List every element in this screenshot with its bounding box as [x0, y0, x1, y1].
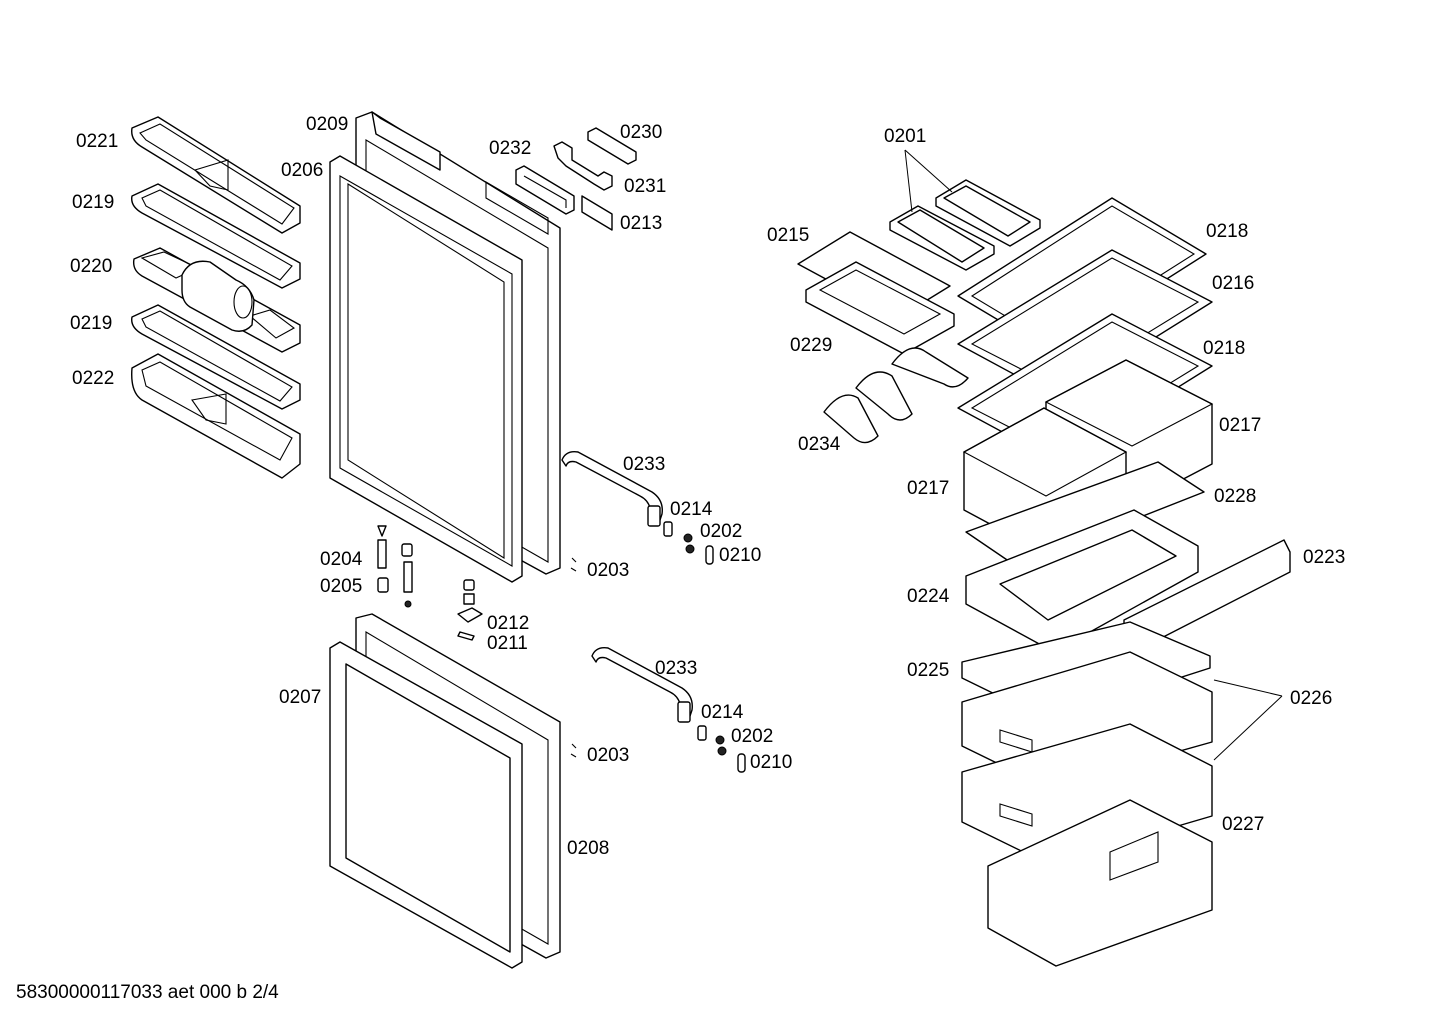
label-0202-upper: 0202 — [700, 521, 742, 542]
label-0209: 0209 — [306, 114, 348, 135]
lower-door-gasket-0207 — [329, 641, 523, 969]
label-0221: 0221 — [76, 131, 118, 152]
label-0208: 0208 — [567, 838, 609, 859]
shelf-0228 — [965, 461, 1205, 567]
label-0225: 0225 — [907, 660, 949, 681]
door-shelf-0219-upper — [131, 183, 301, 289]
label-0233-upper: 0233 — [623, 454, 665, 475]
label-0233-lower: 0233 — [655, 658, 697, 679]
label-0218-lower: 0218 — [1203, 338, 1245, 359]
label-0224: 0224 — [907, 586, 950, 607]
label-0201: 0201 — [884, 126, 926, 147]
door-shelf-0219-lower — [131, 304, 301, 410]
handle-trim-0232 — [515, 165, 575, 215]
label-0220: 0220 — [70, 256, 112, 277]
label-0227: 0227 — [1222, 814, 1264, 835]
label-0215: 0215 — [767, 225, 809, 246]
door-shelf-0221 — [131, 116, 301, 234]
door-handle-0233-lower — [591, 646, 693, 723]
label-0214-upper: 0214 — [670, 499, 713, 520]
divider-0234 — [823, 347, 969, 444]
door-shelf-0222 — [131, 353, 301, 479]
leader-lines — [904, 149, 1283, 761]
label-0228: 0228 — [1214, 486, 1256, 507]
door-shelf-0220 — [132, 247, 301, 353]
label-0231: 0231 — [624, 176, 666, 197]
label-0216: 0216 — [1212, 273, 1254, 294]
cover-plate-0213 — [581, 195, 613, 231]
label-0230: 0230 — [620, 122, 662, 143]
label-0223: 0223 — [1303, 547, 1345, 568]
label-0229: 0229 — [790, 335, 832, 356]
freezer-tray-0215-0229 — [797, 231, 955, 355]
hinge-parts-upper — [570, 521, 714, 572]
part-labels: 0221 0219 0220 0219 0222 0209 0206 0232 … — [70, 114, 1345, 859]
label-0210-upper: 0210 — [719, 545, 761, 566]
footer-reference: 58300000117033 aet 000 b 2/4 — [16, 982, 279, 1003]
label-0219-lower: 0219 — [70, 313, 112, 334]
label-0232: 0232 — [489, 138, 531, 159]
label-0203-upper: 0203 — [587, 560, 629, 581]
label-0203-lower: 0203 — [587, 745, 629, 766]
label-0206: 0206 — [281, 160, 323, 181]
ice-trays-0201 — [889, 179, 1041, 271]
door-handle-0233-upper — [561, 450, 663, 527]
hinge-parts-lower — [570, 725, 746, 773]
label-0234: 0234 — [798, 434, 841, 455]
label-0204: 0204 — [320, 549, 363, 570]
label-0217-right: 0217 — [1219, 415, 1261, 436]
label-0218-upper: 0218 — [1206, 221, 1248, 242]
screw-parts-0204-0205 — [377, 525, 413, 608]
upper-door-gasket-0206 — [329, 155, 523, 583]
label-0222: 0222 — [72, 368, 114, 389]
label-0207: 0207 — [279, 687, 321, 708]
hinge-pin-0212-0211 — [457, 579, 483, 641]
handle-bar-0231 — [553, 141, 613, 191]
label-0205: 0205 — [320, 576, 362, 597]
label-0212: 0212 — [487, 613, 529, 634]
label-0213: 0213 — [620, 213, 662, 234]
drawer-frame-0224 — [965, 509, 1199, 653]
label-0210-lower: 0210 — [750, 752, 792, 773]
label-0202-lower: 0202 — [731, 726, 773, 747]
label-0214-lower: 0214 — [701, 702, 744, 723]
label-0226: 0226 — [1290, 688, 1332, 709]
label-0217-left: 0217 — [907, 478, 949, 499]
cover-strip-0230 — [587, 127, 637, 165]
label-0219-upper: 0219 — [72, 192, 114, 213]
freezer-drawer-0227 — [987, 799, 1213, 967]
label-0211: 0211 — [487, 633, 528, 654]
